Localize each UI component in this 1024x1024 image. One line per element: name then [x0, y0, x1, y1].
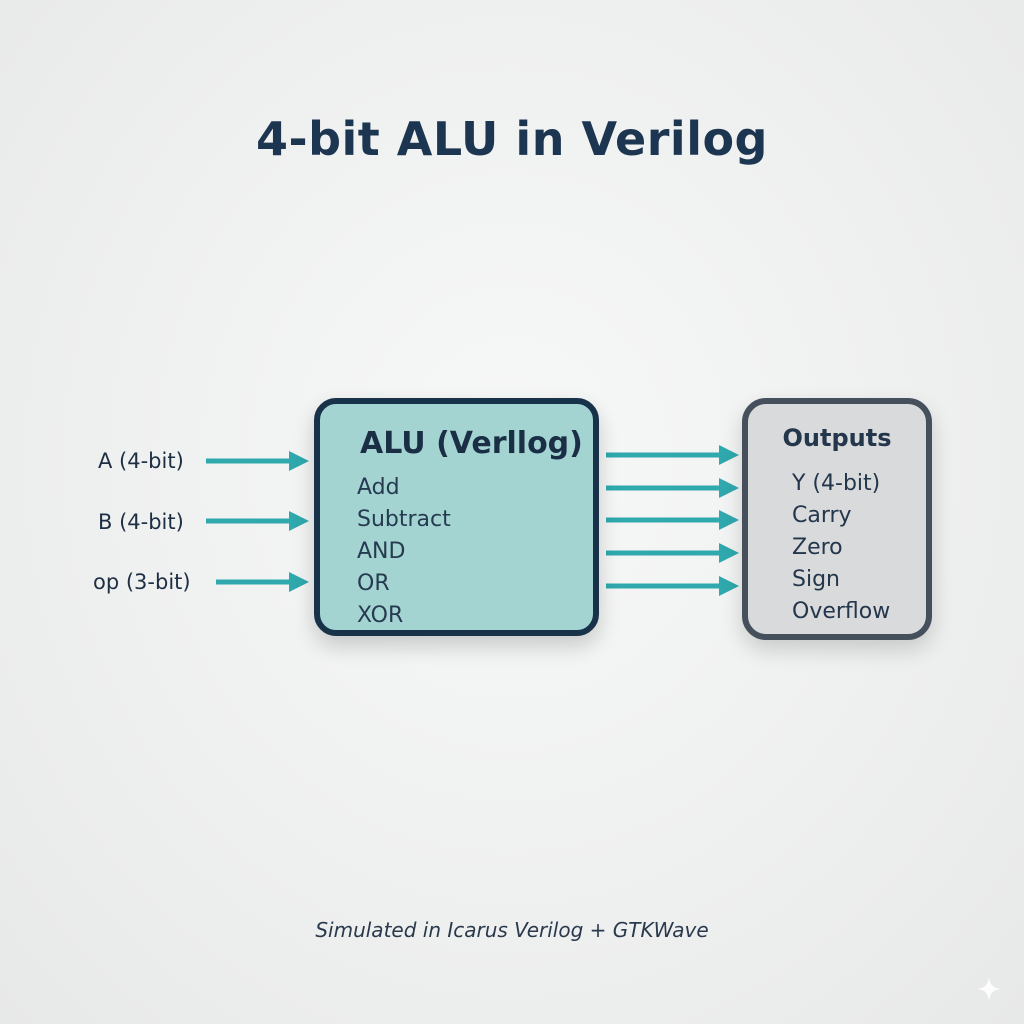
footer-caption: Simulated in Icarus Verilog + GTKWave	[315, 918, 709, 942]
outputs-block: Outputs Y (4-bit) Carry Zero Sign Overfl…	[742, 398, 932, 640]
alu-operation: XOR	[357, 603, 404, 628]
output-item: Y (4-bit)	[792, 471, 881, 496]
alu-operation: AND	[357, 539, 406, 564]
alu-operations-list: Add Subtract AND OR XOR	[357, 472, 451, 632]
output-item: Carry	[792, 503, 852, 528]
alu-block: ALU (Verllog) Add Subtract AND OR XOR	[314, 398, 599, 636]
outputs-list: Y (4-bit) Carry Zero Sign Overflow	[792, 468, 890, 628]
sparkle-icon	[977, 977, 1001, 1001]
output-item: Sign	[792, 567, 840, 592]
output-item: Zero	[792, 535, 843, 560]
outputs-title: Outputs	[782, 424, 892, 452]
input-label-a: A (4-bit)	[98, 449, 184, 473]
alu-operation: OR	[357, 571, 390, 596]
alu-title: ALU (Verllog)	[360, 426, 583, 461]
input-label-b: B (4-bit)	[98, 510, 184, 534]
alu-operation: Subtract	[357, 507, 451, 532]
input-label-op: op (3-bit)	[93, 570, 191, 594]
alu-operation: Add	[357, 475, 400, 500]
output-item: Overflow	[792, 599, 891, 624]
diagram-title: 4-bit ALU in Verilog	[255, 112, 768, 166]
